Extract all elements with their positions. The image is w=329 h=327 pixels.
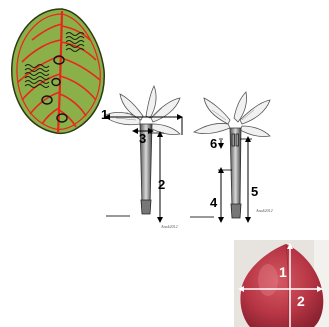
- flower-left-calyx: [141, 200, 151, 214]
- leaf-illustration: [12, 9, 104, 133]
- flower-right-label-4: 4: [210, 195, 218, 210]
- flower-left-label-3: 3: [139, 131, 146, 146]
- flower-right-label-6: 6: [210, 136, 217, 151]
- flower-left: Analt2012 1 3 2: [101, 86, 182, 229]
- fruit-label-1: 1: [279, 264, 287, 280]
- fruit-photo: 1 2: [234, 240, 329, 327]
- flower-right-label-5: 5: [251, 184, 258, 199]
- flower-right-signature: Analt2012: [255, 208, 273, 213]
- fruit-label-2: 2: [297, 293, 305, 309]
- flower-right-calyx: [231, 204, 241, 218]
- flower-left-label-2: 2: [158, 177, 165, 192]
- flower-left-signature: Analt2012: [160, 224, 178, 229]
- flower-left-label-1: 1: [101, 107, 108, 122]
- flower-right: Analt2012 6 5 4: [190, 92, 273, 222]
